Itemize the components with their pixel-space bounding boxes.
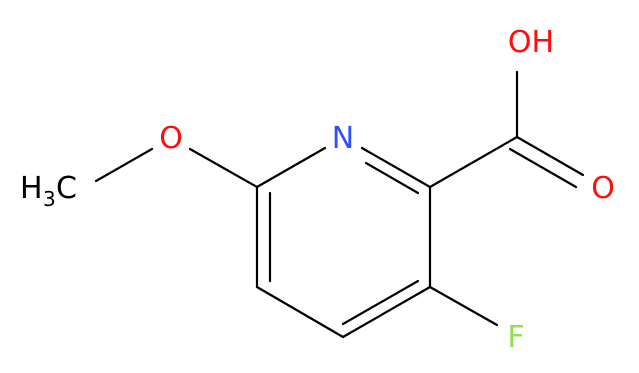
methyl-subscript: 3 bbox=[43, 187, 56, 211]
methyl-c-label: C bbox=[56, 171, 77, 206]
methyl-h-label: H bbox=[20, 171, 43, 206]
bond-c3-c4-inner bbox=[341, 279, 420, 326]
bond-c6-n bbox=[255, 146, 327, 189]
bond-n-c2 bbox=[360, 146, 432, 189]
ring-nitrogen-label: N bbox=[332, 121, 354, 156]
bond-c6-o bbox=[188, 147, 259, 189]
fluorine-label: F bbox=[507, 320, 524, 355]
ether-oxygen-label: O bbox=[159, 121, 183, 156]
bond-c2-cooh bbox=[428, 135, 519, 189]
hydroxyl-label: OH bbox=[508, 25, 554, 60]
bond-c4-c5 bbox=[255, 285, 345, 339]
bond-c3-f bbox=[428, 285, 499, 327]
bond-c-o-double-2 bbox=[508, 147, 578, 189]
bond-c-o-double-1 bbox=[515, 135, 585, 177]
bond-o-ch3 bbox=[94, 147, 154, 183]
bond-n-c2-inner bbox=[364, 161, 420, 195]
bond-c3-c4 bbox=[341, 285, 432, 339]
carbonyl-oxygen-label: O bbox=[591, 171, 615, 206]
